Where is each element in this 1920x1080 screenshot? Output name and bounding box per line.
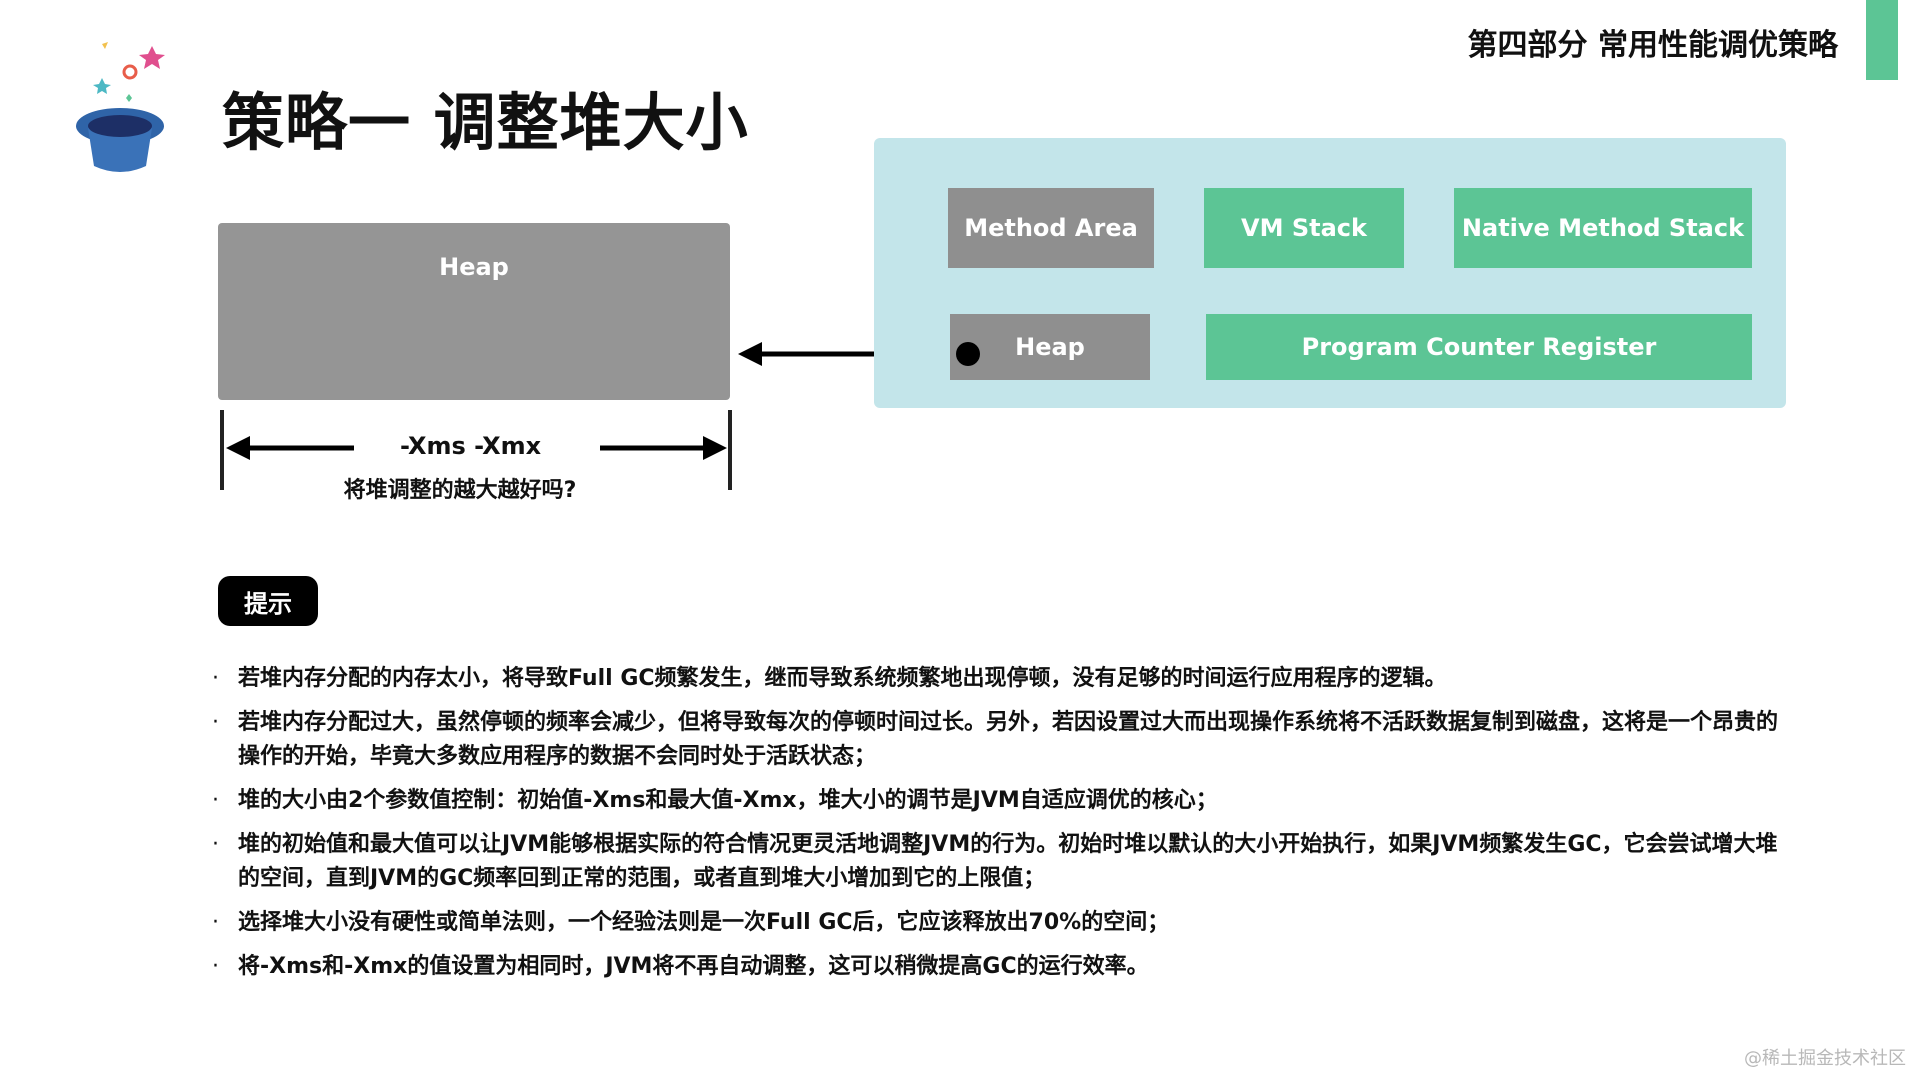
native-method-stack-box: Native Method Stack — [1454, 188, 1752, 268]
list-item: · 堆的大小由2个参数值控制：初始值-Xms和最大值-Xmx，堆大小的调节是JVM… — [212, 784, 1792, 818]
heap-connector-dot — [956, 342, 980, 366]
section-title: 第四部分 常用性能调优策略 — [1467, 28, 1838, 63]
heap-block-label: Heap — [439, 252, 509, 281]
program-counter-register-box: Program Counter Register — [1206, 314, 1752, 380]
jvm-heap-box: Heap — [950, 314, 1150, 380]
magic-hat-logo-icon — [76, 42, 165, 172]
list-item: · 选择堆大小没有硬性或简单法则，一个经验法则是一次Full GC后，它应该释放出… — [212, 906, 1792, 940]
heap-connector-arrowhead — [738, 342, 762, 366]
dimension-right-arrowhead — [703, 436, 727, 460]
watermark: @稀土掘金技术社区 — [1744, 1048, 1906, 1069]
vm-stack-box: VM Stack — [1204, 188, 1404, 268]
list-item: · 堆的初始值和最大值可以让JVM能够根据实际的符合情况更灵活地调整JVM的行为。… — [212, 828, 1792, 896]
list-item-text: 堆的初始值和最大值可以让JVM能够根据实际的符合情况更灵活地调整JVM的行为。初… — [238, 832, 1778, 891]
heap-size-params-label: -Xms -Xmx — [400, 432, 542, 460]
bullet-dot: · — [212, 666, 219, 691]
list-item-text: 若堆内存分配过大，虽然停顿的频率会减少，但将导致每次的停顿时间过长。另外，若因设… — [238, 710, 1779, 769]
jvm-memory-panel: Method Area VM Stack Native Method Stack… — [874, 138, 1786, 408]
list-item-text: 若堆内存分配的内存太小，将导致Full GC频繁发生，继而导致系统频繁地出现停顿… — [238, 666, 1447, 691]
bullet-dot: · — [212, 832, 219, 857]
tips-list: · 若堆内存分配的内存太小，将导致Full GC频繁发生，继而导致系统频繁地出现停… — [212, 662, 1792, 994]
bullet-dot: · — [212, 710, 219, 735]
list-item-text: 选择堆大小没有硬性或简单法则，一个经验法则是一次Full GC后，它应该释放出7… — [238, 910, 1170, 935]
heap-size-question: 将堆调整的越大越好吗? — [343, 478, 577, 503]
list-item: · 若堆内存分配的内存太小，将导致Full GC频繁发生，继而导致系统频繁地出现停… — [212, 662, 1792, 696]
list-item: · 若堆内存分配过大，虽然停顿的频率会减少，但将导致每次的停顿时间过长。另外，若因… — [212, 706, 1792, 774]
bullet-dot: · — [212, 788, 219, 813]
list-item: · 将-Xms和-Xmx的值设置为相同时，JVM将不再自动调整，这可以稍微提高GC… — [212, 950, 1792, 984]
list-item-text: 将-Xms和-Xmx的值设置为相同时，JVM将不再自动调整，这可以稍微提高GC的… — [238, 954, 1149, 979]
tip-badge: 提示 — [218, 576, 318, 626]
page-title: 策略一 调整堆大小 — [222, 86, 749, 159]
heap-block: Heap — [218, 223, 730, 400]
accent-bar — [1866, 0, 1898, 80]
bullet-dot: · — [212, 910, 219, 935]
list-item-text: 堆的大小由2个参数值控制：初始值-Xms和最大值-Xmx，堆大小的调节是JVM自… — [238, 788, 1218, 813]
method-area-box: Method Area — [948, 188, 1154, 268]
dimension-left-arrowhead — [226, 436, 250, 460]
bullet-dot: · — [212, 954, 219, 979]
